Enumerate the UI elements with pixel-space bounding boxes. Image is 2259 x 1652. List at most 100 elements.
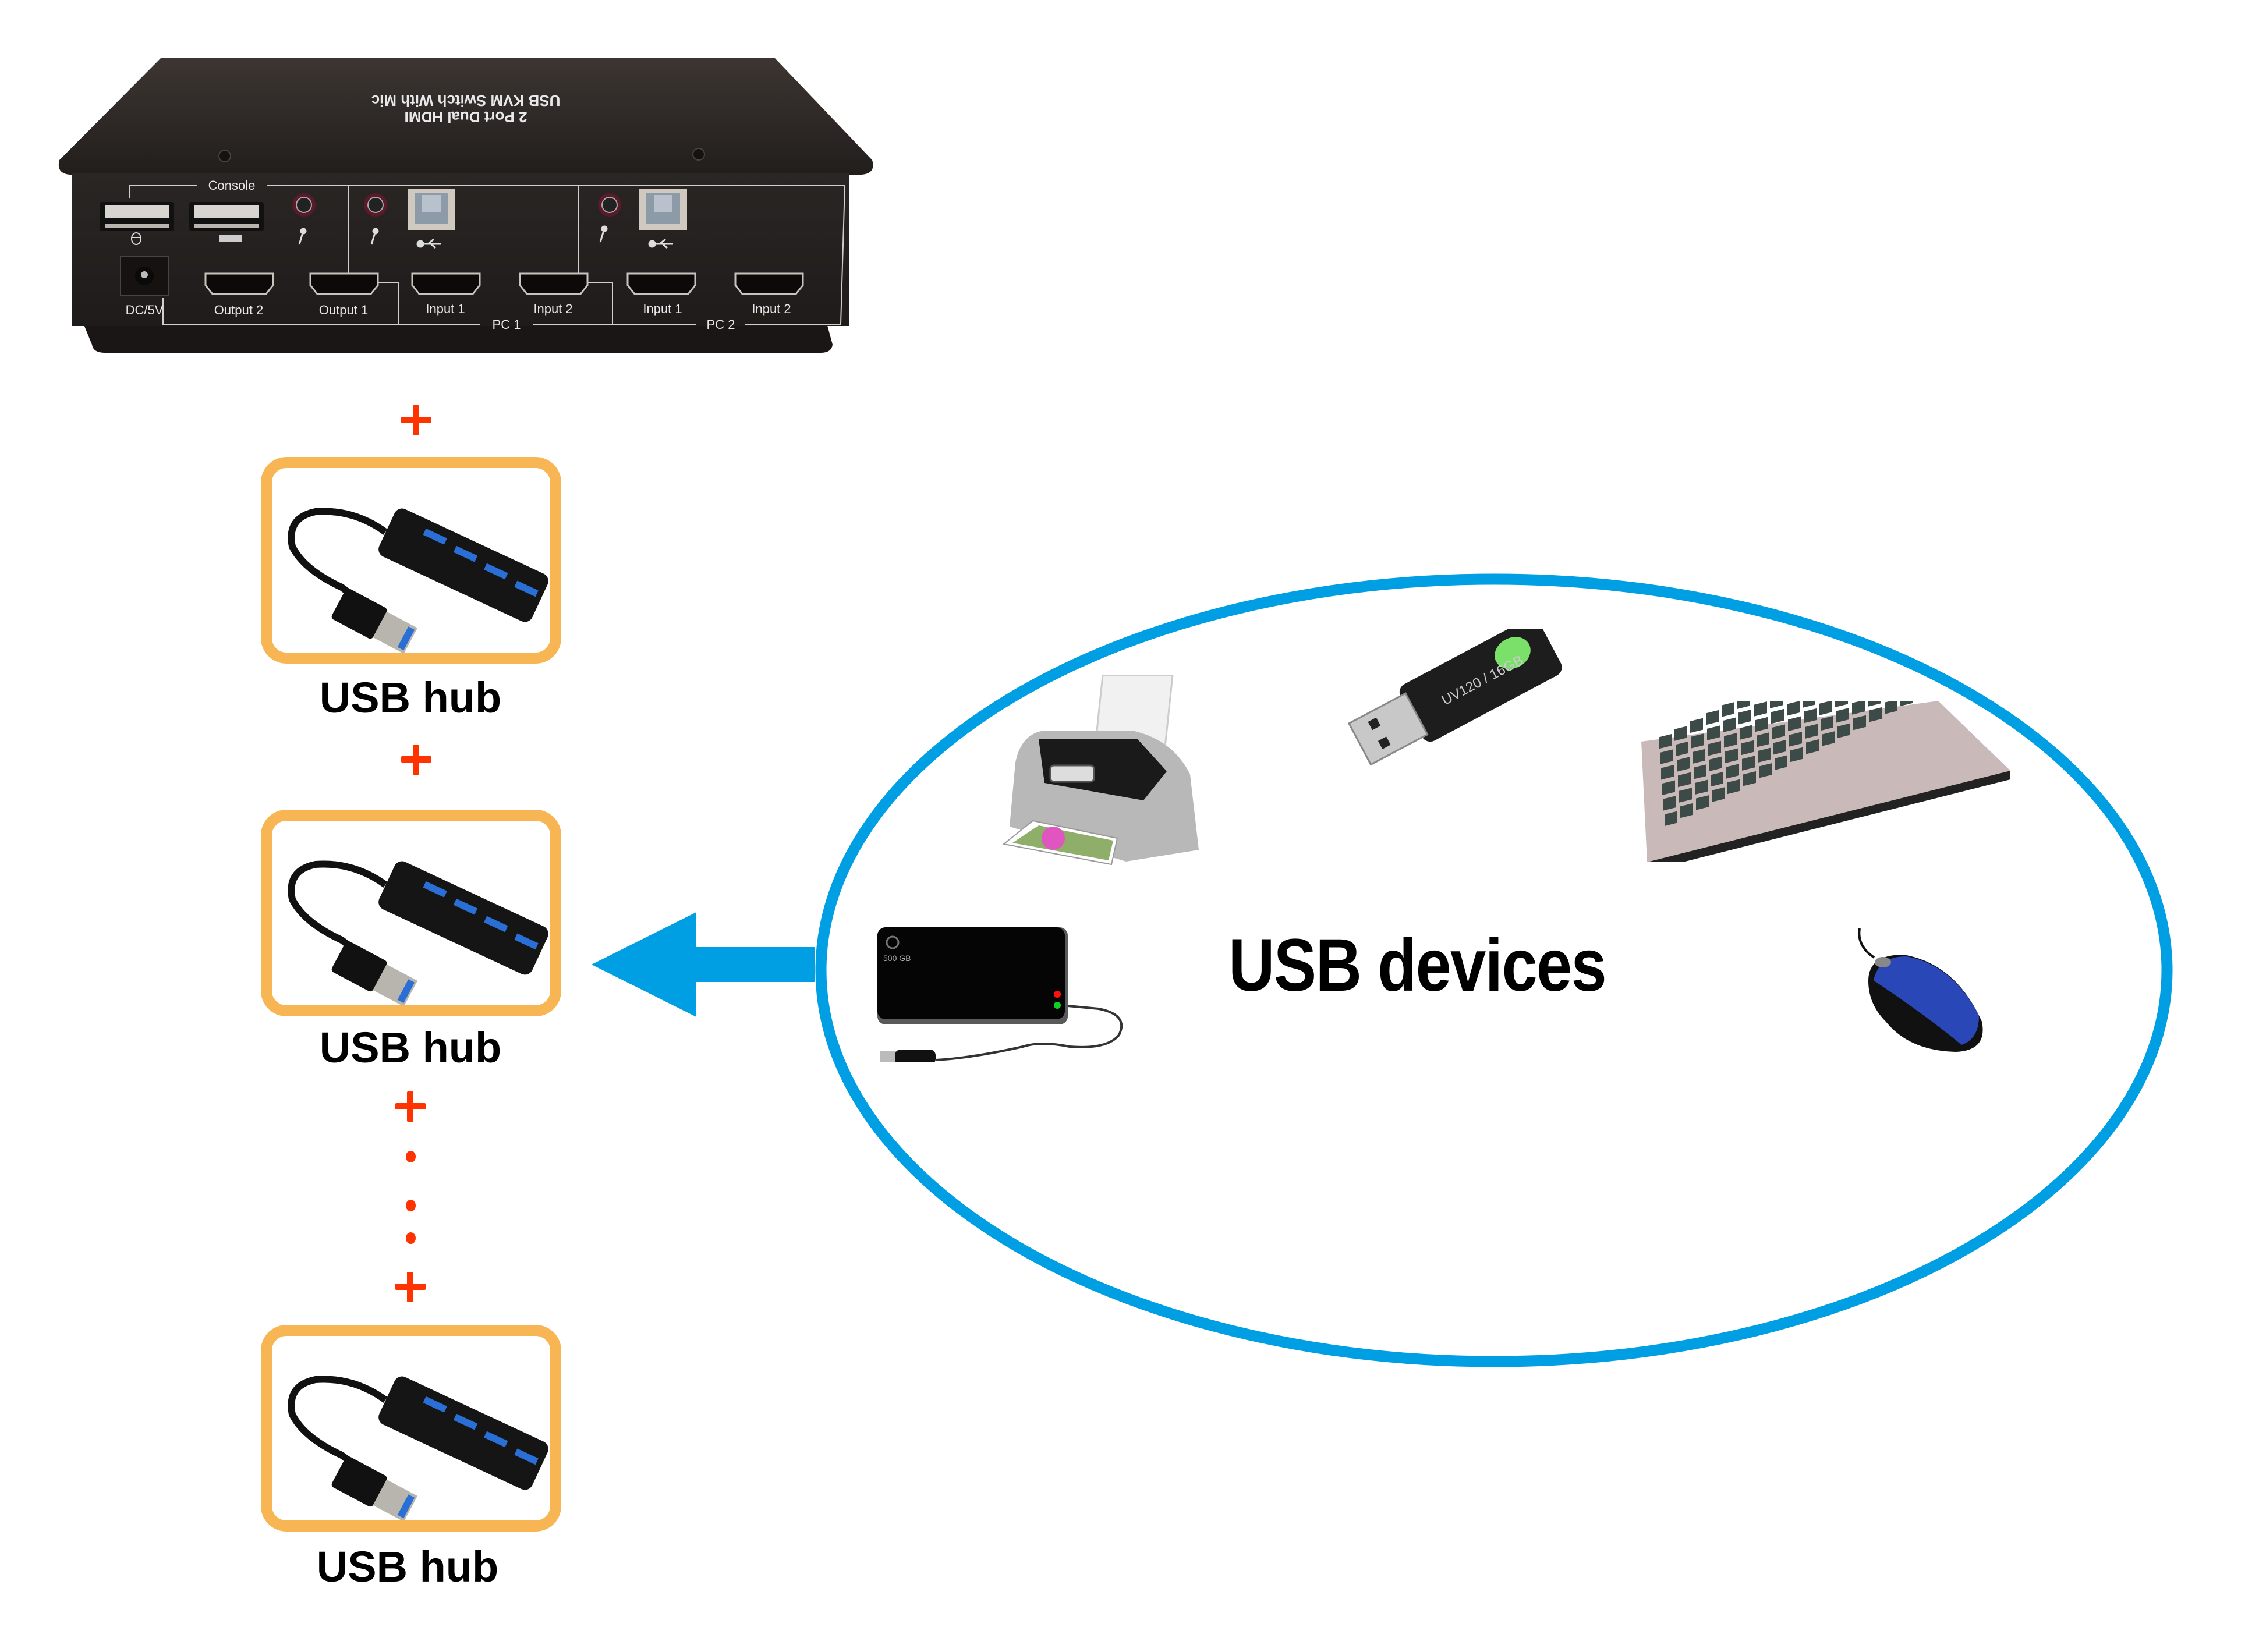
usb-hub-card-3 (261, 1325, 561, 1532)
keyboard-key (1770, 701, 1783, 708)
keyboard-key (1679, 788, 1692, 803)
keyboard-key (1693, 749, 1705, 764)
port-label-output2: Output 2 (214, 303, 263, 317)
usb-hub-label: USB hub (316, 1543, 499, 1591)
usb-hub-icon (288, 860, 548, 1005)
keyboard-key (1754, 701, 1767, 717)
keyboard-key (1806, 739, 1819, 754)
keyboard-key (1787, 701, 1800, 716)
keyboard-key (1678, 772, 1691, 788)
screw-icon (692, 148, 705, 161)
usb-devices-ellipse (815, 573, 2173, 1367)
keyboard-key (1741, 740, 1754, 756)
hdmi-port-pc1-input2 (519, 272, 589, 295)
usb-a-port-keyboard (189, 202, 264, 231)
keyboard-key (1821, 715, 1833, 731)
keyboard-icon (1641, 701, 2010, 862)
hdmi-port-pc1-input1 (411, 272, 481, 295)
keyboard-key (1822, 731, 1835, 746)
port-label-pc2-input2: Input 2 (752, 302, 791, 316)
keyboard-key (1836, 707, 1849, 723)
keyboard-key (1757, 732, 1769, 747)
mouse-device (1857, 928, 1989, 1053)
kvm-switch-illustration: 2 Port Dual HDMI USB KVM Switch With Mic… (58, 58, 873, 353)
usb-hub-card-2 (261, 810, 561, 1016)
hdd-capacity-label: 500 GB (883, 953, 911, 963)
usb-flash-drive-icon: UV120 / 16GB (1347, 629, 1562, 766)
audio-jack-console (292, 193, 316, 217)
keyboard-key (1837, 723, 1850, 738)
keyboard-key (1659, 734, 1672, 749)
usb-devices-title: USB devices (1228, 924, 1607, 1007)
keyboard-key (1691, 733, 1704, 749)
keyboard-key (1868, 701, 1881, 707)
audio-jack-pc2 (598, 193, 621, 217)
kvm-top-text-line2: USB KVM Switch With Mic (371, 92, 561, 109)
keyboard-key (1819, 701, 1832, 715)
keyboard-key (1738, 709, 1751, 725)
hdmi-port-pc2-input1 (626, 272, 696, 295)
kvm-top-lid (58, 58, 873, 175)
keyboard-key (1789, 732, 1802, 747)
usb-b-port-pc2 (639, 189, 687, 230)
microphone-icon (298, 228, 307, 245)
keyboard-key (1709, 756, 1722, 771)
keyboard-key (1885, 701, 1897, 714)
keyboard-key (1708, 740, 1721, 756)
hdmi-port-output1 (309, 272, 379, 295)
usb-hub-icon (288, 508, 548, 653)
keyboard-key (1726, 764, 1739, 779)
external-hard-drive-device: 500 GB (877, 927, 1128, 1062)
port-label-pc1-input2: Input 2 (533, 302, 572, 316)
kvm-front-panel (72, 173, 849, 326)
usb-flash-drive-device: UV120 / 16GB (1339, 629, 1566, 772)
keyboard-key (1662, 780, 1675, 796)
keyboard-key (1900, 701, 1913, 707)
keyboard-key (1725, 748, 1738, 764)
plus-sign (401, 405, 431, 435)
screw-icon (218, 150, 231, 162)
printer-icon (1002, 675, 1199, 866)
keyboard-key (1696, 795, 1709, 810)
usb-symbol-icon (416, 238, 441, 249)
usb-hub-label: USB hub (319, 1023, 502, 1072)
kvm-switch: 2 Port Dual HDMI USB KVM Switch With Mic… (0, 0, 885, 361)
keyboard-key (1803, 701, 1815, 708)
keyboard-key (1737, 701, 1750, 709)
keyboard-key (1742, 756, 1755, 771)
plus-sign (395, 1272, 426, 1302)
keyboard-key (1722, 702, 1734, 717)
hdmi-port-pc2-input2 (734, 272, 804, 295)
mouse-icon (131, 232, 141, 245)
external-hard-drive-icon: 500 GB (877, 927, 1123, 1062)
keyboard-key (1853, 715, 1866, 731)
keyboard-key (1663, 796, 1676, 811)
keyboard-key (1805, 724, 1818, 739)
port-label-power: DC/5V (126, 303, 164, 317)
kvm-top-text-line1: 2 Port Dual HDMI (405, 108, 527, 126)
keyboard-key (1665, 811, 1677, 827)
usb-hub-card-1 (261, 457, 561, 664)
microphone-icon (599, 225, 608, 243)
keyboard-key (1727, 779, 1740, 795)
kvm-base (82, 319, 833, 353)
keyboard-key (1852, 701, 1865, 715)
keyboard-key (1661, 765, 1674, 780)
keyboard-key (1680, 803, 1693, 818)
keyboard-key (1758, 747, 1771, 763)
keyboard-key (1788, 716, 1801, 732)
keyboard-key (1712, 787, 1725, 802)
keyboard-key (1707, 725, 1720, 740)
keyboard-key (1804, 708, 1817, 724)
keyboard-key (1723, 717, 1736, 733)
ellipsis-dot (406, 1151, 416, 1162)
keyboard-key (1869, 707, 1882, 722)
keyboard-key (1706, 710, 1719, 725)
keyboard-key (1676, 741, 1688, 757)
keyboard-key (1775, 755, 1787, 770)
keyboard-key (1790, 747, 1803, 763)
hdmi-port-output2 (204, 272, 274, 295)
keyboard-icon (219, 235, 242, 242)
keyboard-key (1724, 733, 1737, 748)
keyboard-key (1740, 725, 1752, 740)
